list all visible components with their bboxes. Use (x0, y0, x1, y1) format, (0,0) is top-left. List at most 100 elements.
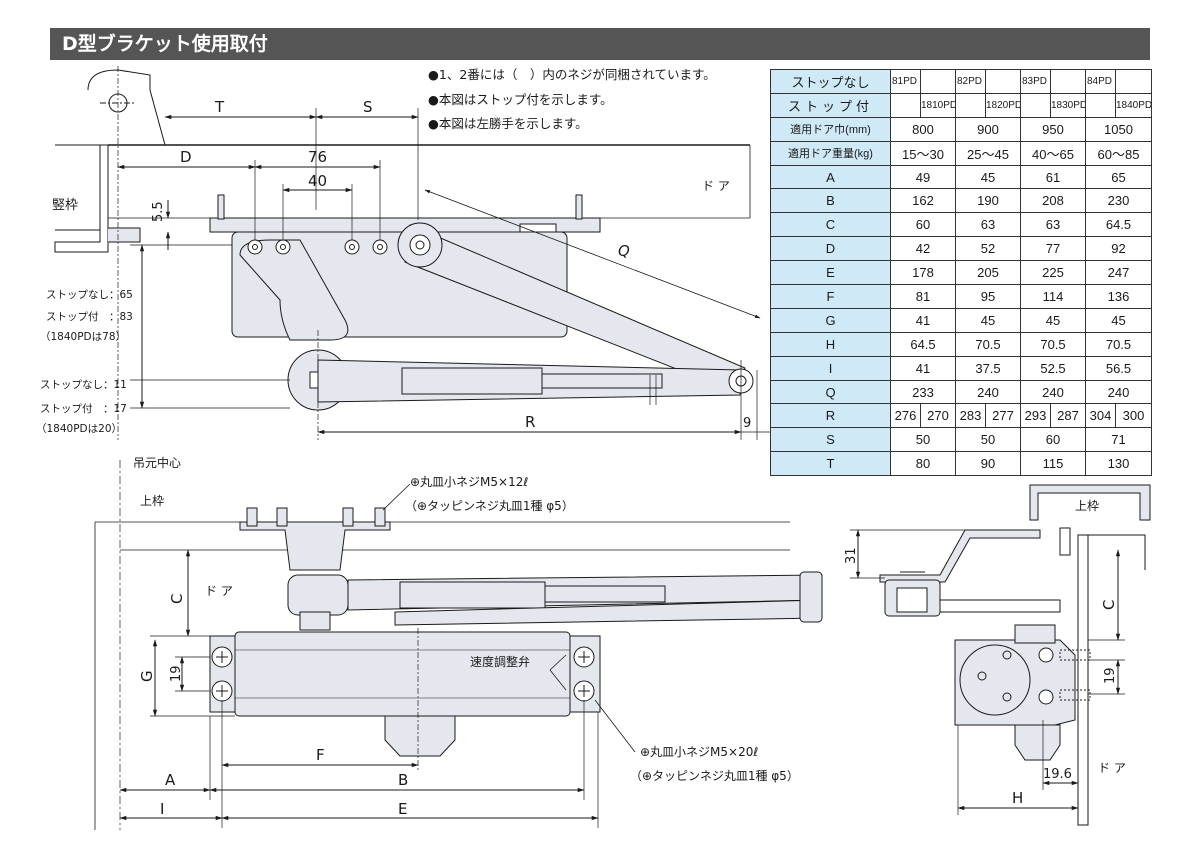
table-cell: 950 (1020, 116, 1086, 142)
table-cell: 41 (890, 355, 956, 381)
table-cell: 60 (1020, 427, 1086, 453)
label-screw-top-2: （⊕タッピンネジ丸皿1種 φ5） (405, 499, 574, 513)
table-label: ストップなし (770, 69, 891, 94)
label-screw-top-1: ⊕丸皿小ネジM5×12ℓ (410, 475, 528, 489)
table-label: E (770, 260, 891, 286)
frame-profile (1029, 484, 1151, 521)
table-cell: 136 (1085, 284, 1152, 309)
table-cell: 800 (890, 116, 956, 142)
table-cell: 45 (955, 164, 1021, 190)
table-cell: 247 (1085, 260, 1152, 286)
table-cell: 115 (1020, 451, 1086, 477)
table-cell: 52 (955, 236, 1021, 262)
label-door-top: ド ア (702, 179, 730, 193)
dim-D: D (180, 148, 192, 166)
table-cell: 64.5 (1085, 212, 1152, 238)
table-cell: 70.5 (1020, 331, 1086, 357)
table-cell: 15～30 (890, 140, 956, 166)
label-tsurimoto: 吊元中心 (133, 455, 181, 470)
table-cell: 208 (1020, 188, 1086, 214)
table-label: F (770, 284, 891, 309)
table-cell: 45 (1085, 307, 1152, 333)
dim-H: H (1012, 789, 1023, 807)
table-label: I (770, 355, 891, 381)
spec-table: ストップなし 81PD 82PD 83PD 84PD ストップ付 1810PD … (770, 69, 1152, 477)
dim-19-side: 19 (1103, 667, 1118, 684)
dim-B: B (398, 771, 408, 789)
table-cell: 1810PD (920, 92, 956, 118)
table-cell: 178 (890, 260, 956, 286)
table-cell: 61 (1020, 164, 1086, 190)
label-1840pd-78: （1840PDは78） (40, 331, 126, 343)
label-1840pd-20: （1840PDは20） (36, 423, 122, 435)
dim-S: S (363, 98, 373, 116)
table-cell: 81 (890, 284, 956, 309)
dim-31: 31 (844, 547, 859, 564)
dim-E: E (398, 800, 407, 818)
label-screw-bottom-2: （⊕タッピンネジ丸皿1種 φ5） (630, 769, 799, 783)
table-label: R (770, 403, 891, 429)
label-tate-waku: 竪枠 (52, 198, 78, 213)
table-cell: 1830PD (1050, 92, 1086, 118)
table-cell: 1050 (1085, 116, 1152, 142)
note-3: ●本図は左勝手を示します。 (428, 116, 588, 131)
table-cell: 80 (890, 451, 956, 477)
dim-5-5: 5.5 (151, 201, 166, 222)
table-cell: 90 (955, 451, 1021, 477)
table-label: H (770, 331, 891, 357)
table-cell: 42 (890, 236, 956, 262)
table-cell: 92 (1085, 236, 1152, 262)
dim-76: 76 (308, 148, 327, 166)
label-stop-with-17: ストップ付 ：17 (40, 402, 127, 415)
dim-F: F (316, 746, 325, 764)
table-row-R: R 276 270 283 277 293 287 304 300 (770, 403, 1152, 429)
table-row-stop-with: ストップ付 1810PD 1820PD 1830PD 1840PD (770, 92, 1152, 118)
top-view (54, 66, 770, 440)
table-cell: 70.5 (955, 331, 1021, 357)
table-cell: 1820PD (985, 92, 1021, 118)
table-label: T (770, 451, 891, 477)
table-cell: 162 (890, 188, 956, 214)
table-cell: 283 (955, 403, 986, 429)
table-cell: 300 (1115, 403, 1152, 429)
table-cell: 49 (890, 164, 956, 190)
dim-A: A (165, 771, 176, 789)
table-cell: 95 (955, 284, 1021, 309)
table-label: A (770, 164, 891, 190)
table-cell: 276 (890, 403, 921, 429)
table-label: 適用ドア重量(kg) (770, 140, 891, 166)
hinge (87, 69, 166, 146)
table-cell: 84PD (1085, 69, 1116, 94)
label-kami-waku-front: 上枠 (140, 494, 164, 508)
table-cell: 50 (955, 427, 1021, 453)
front-view (94, 460, 823, 830)
label-stop-none-11: ストップなし：11 (40, 379, 127, 391)
table-cell: 240 (1085, 379, 1152, 405)
dim-19-6: 19.6 (1043, 767, 1072, 782)
table-cell: 52.5 (1020, 355, 1086, 381)
dim-C-side: C (1100, 600, 1118, 610)
bracket-front (239, 521, 391, 571)
table-cell: 304 (1085, 403, 1116, 429)
table-cell: 240 (955, 379, 1021, 405)
table-cell: 233 (890, 379, 956, 405)
table-label: D (770, 236, 891, 262)
table-cell: 63 (955, 212, 1021, 238)
table-cell: 277 (985, 403, 1021, 429)
table-cell: 287 (1050, 403, 1086, 429)
dim-R: R (525, 413, 535, 431)
table-cell: 37.5 (955, 355, 1021, 381)
table-cell: 60 (890, 212, 956, 238)
table-cell: 40～65 (1020, 140, 1086, 166)
table-cell: 114 (1020, 284, 1086, 309)
dim-Q: Q (618, 242, 630, 260)
table-cell: 50 (890, 427, 956, 453)
table-label: G (770, 307, 891, 333)
